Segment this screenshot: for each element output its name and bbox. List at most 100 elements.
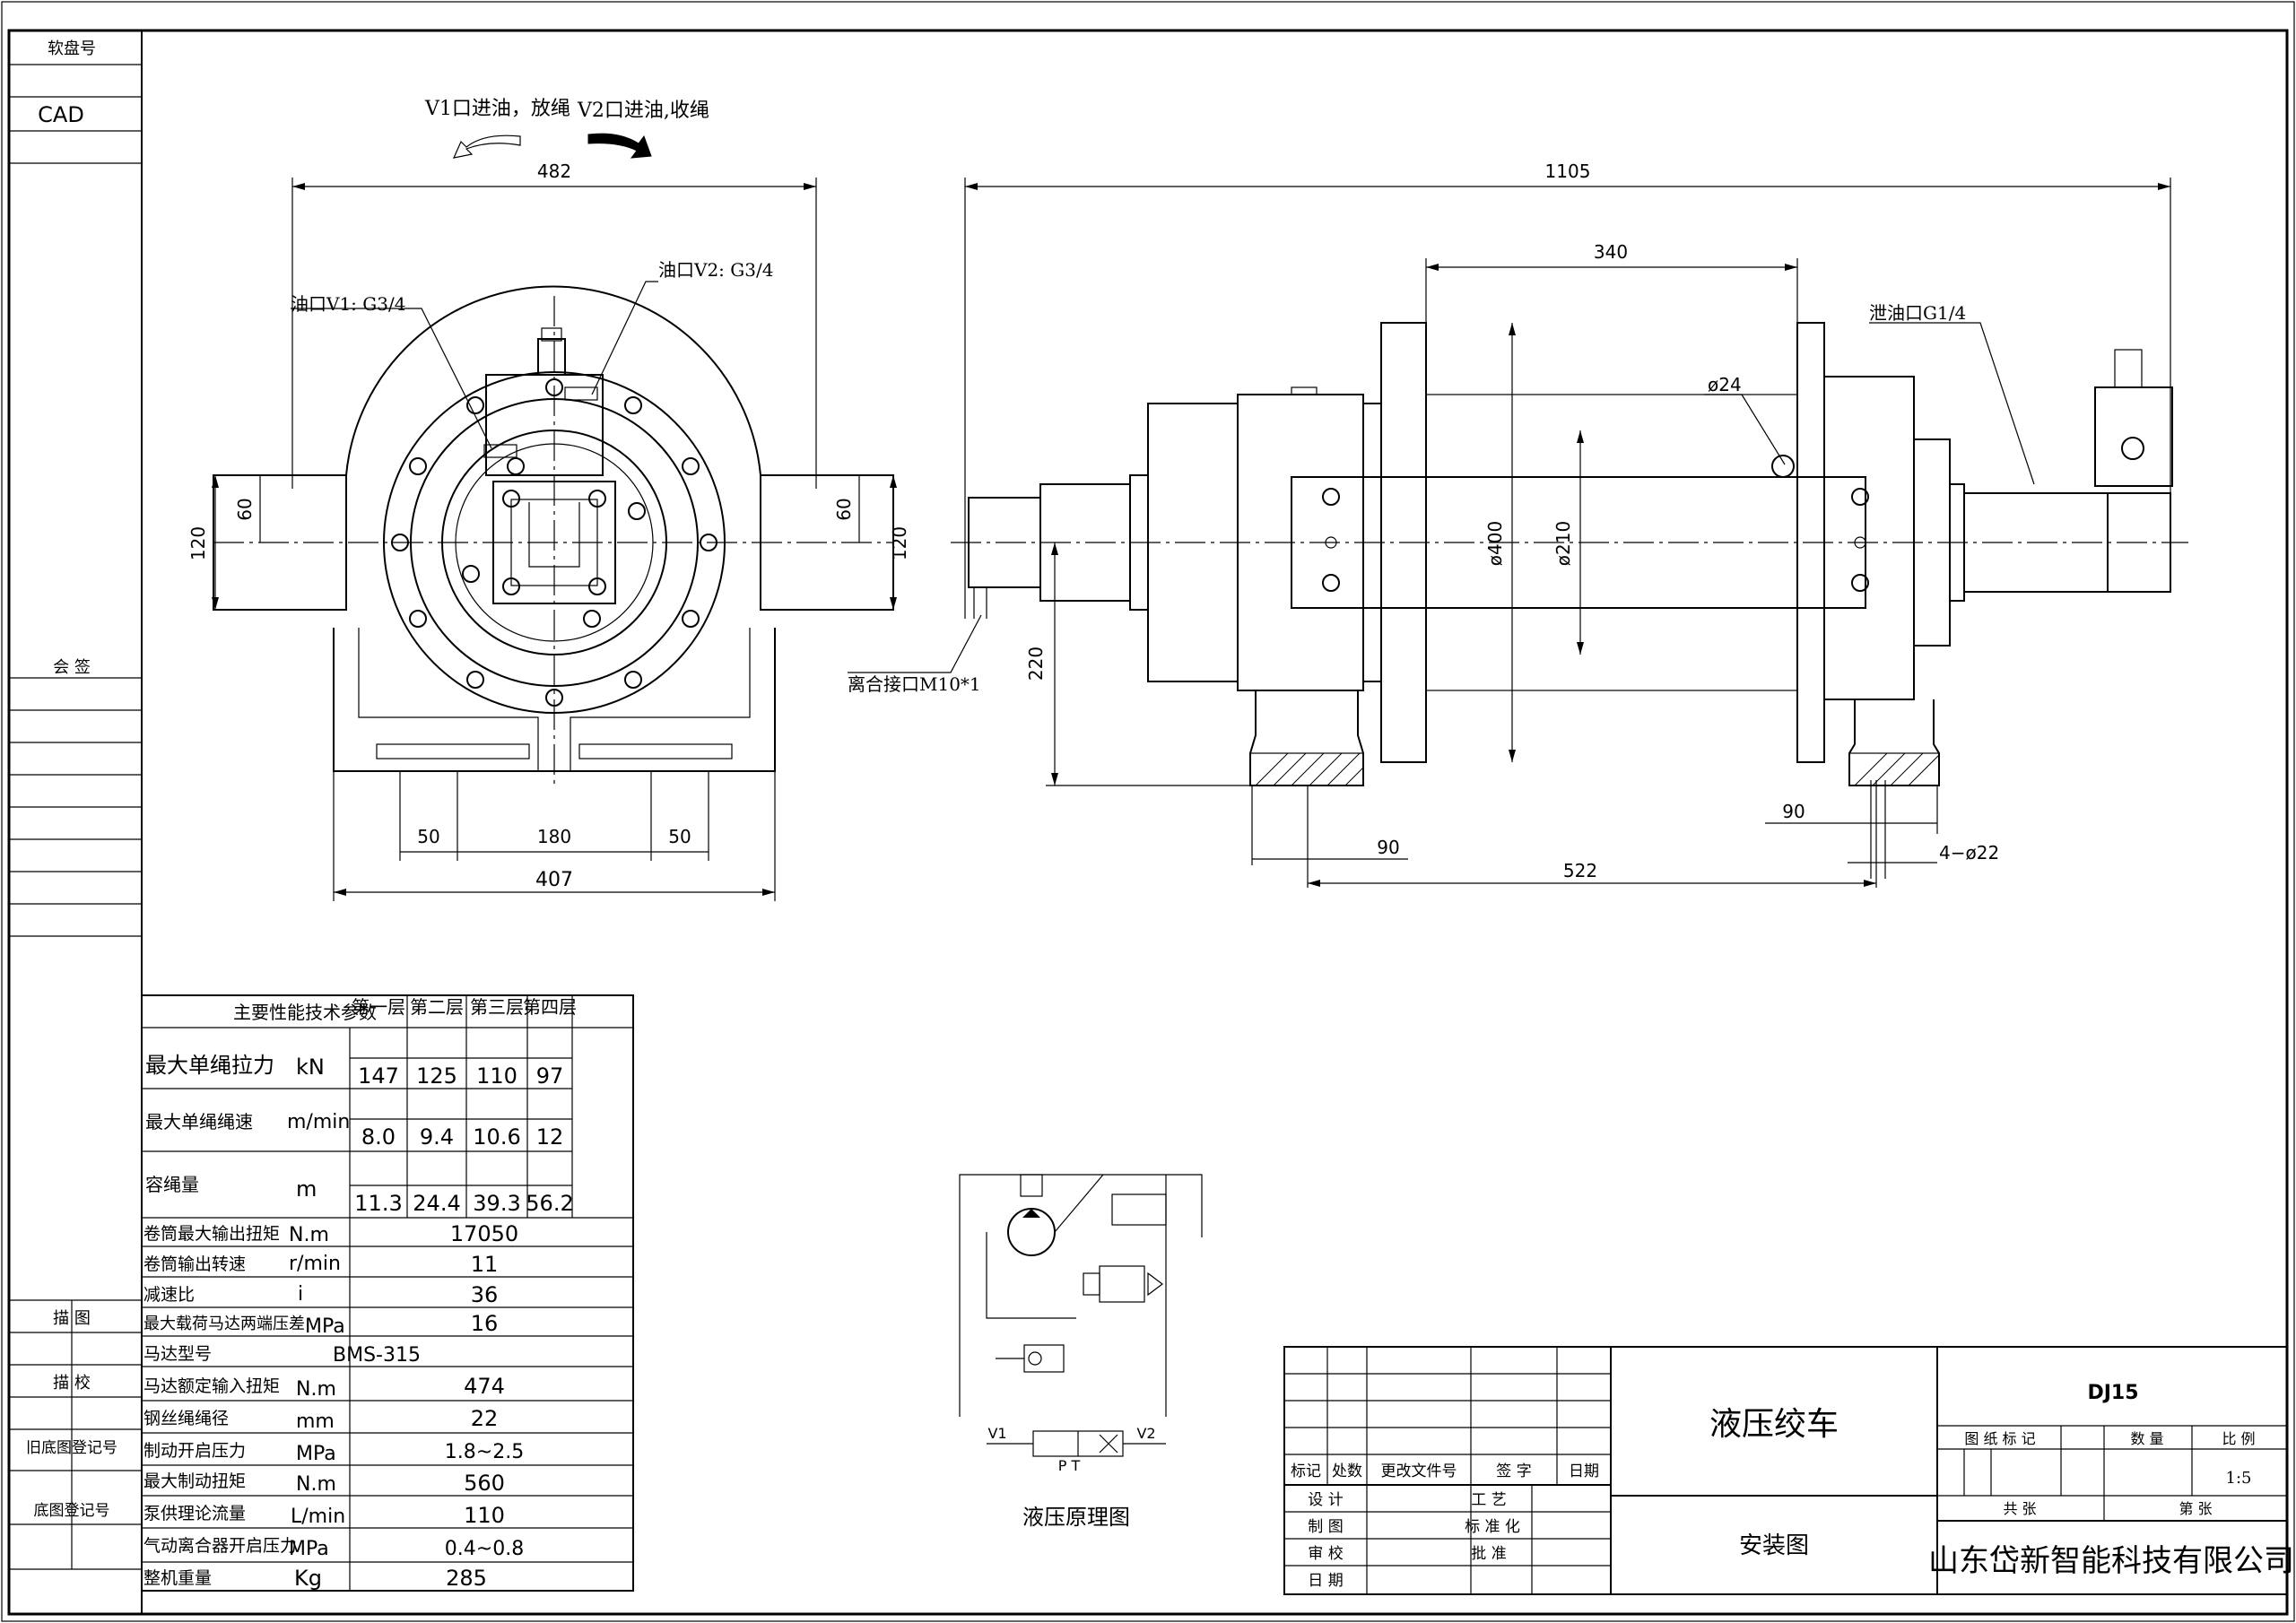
row-unit: i [298, 1283, 303, 1306]
scale-label: 比 例 [2222, 1430, 2255, 1447]
sign-row-left: 设 计 [1308, 1491, 1343, 1509]
row-name: 马达额定输入扭矩 [144, 1376, 280, 1396]
row-unit: N.m [289, 1224, 329, 1246]
row-value: 97 [536, 1063, 564, 1089]
v2-port-label: V2 [1136, 1425, 1155, 1442]
row-unit: N.m [296, 1473, 336, 1496]
side-view: 1105 340 [848, 161, 2188, 888]
dim-60-left: 60 [234, 498, 256, 520]
row-value: 1.8~2.5 [445, 1441, 524, 1463]
dim-120-right: 120 [889, 526, 910, 560]
port-v1-label: 油口V1: G3/4 [291, 293, 405, 315]
v1-note: V1口进油，放绳 [424, 98, 570, 120]
row-name: 整机重量 [144, 1568, 212, 1588]
row-name: 制动开启压力 [144, 1441, 246, 1461]
old-base-no-label: 旧底图登记号 [26, 1439, 117, 1457]
sheet-no-label: 第 张 [2179, 1500, 2212, 1517]
dim-90-left: 90 [1377, 837, 1399, 858]
v2-note: V2口进油,收绳 [577, 100, 709, 122]
dim-dia-210: ø210 [1552, 521, 1574, 566]
total-sheets-label: 共 张 [2003, 1500, 2036, 1517]
row-name: 减速比 [144, 1285, 195, 1305]
scale-value: 1:5 [2226, 1469, 2252, 1488]
drawing-code: DJ15 [2087, 1382, 2138, 1404]
row-name: 容绳量 [145, 1174, 199, 1195]
stage-mark-label: 图 纸 标 记 [1964, 1430, 2035, 1447]
dim-407: 407 [535, 869, 573, 891]
drawing-frame [7, 29, 2289, 1616]
archive-no-label: 软盘号 [48, 39, 96, 58]
row-unit: L/min [291, 1506, 345, 1528]
layer-1-header: 第一层 [352, 996, 405, 1018]
product-name: 液压绞车 [1709, 1406, 1839, 1443]
rev-header: 更改文件号 [1381, 1462, 1457, 1480]
row-name: 最大单绳绳速 [145, 1111, 253, 1133]
row-value: 10.6 [473, 1124, 520, 1150]
row-name: 最大载荷马达两端压差 [144, 1315, 305, 1333]
spec-table: 主要性能技术参数 第一层 第二层 第三层 第四层 最大单绳拉力 kN 147 1… [141, 994, 634, 1592]
row-value: 285 [446, 1566, 487, 1591]
rev-header: 签 字 [1496, 1462, 1531, 1480]
cw-arrow-icon [587, 133, 652, 159]
row-value: 0.4~0.8 [445, 1538, 524, 1560]
rotation-notes: V1口进油，放绳 V2口进油,收绳 [424, 98, 709, 159]
layer-2-header: 第二层 [410, 996, 464, 1018]
hydraulic-caption: 液压原理图 [1022, 1505, 1130, 1530]
dim-340: 340 [1594, 241, 1628, 263]
sign-row-right: 工 艺 [1471, 1491, 1506, 1509]
row-value: 125 [416, 1063, 457, 1089]
row-value: 16 [471, 1311, 499, 1336]
spec-title: 主要性能技术参数 [233, 1002, 377, 1023]
clutch-port-label: 离合接口M10*1 [848, 673, 981, 695]
row-unit: MPa [305, 1315, 345, 1338]
dim-1105: 1105 [1545, 161, 1591, 182]
dim-522: 522 [1563, 860, 1597, 881]
row-value: 110 [464, 1503, 505, 1528]
row-value: 39.3 [473, 1191, 520, 1216]
row-name: 最大制动扭矩 [144, 1471, 246, 1491]
row-value: 11 [471, 1252, 499, 1277]
drawn-label: 描 图 [53, 1309, 91, 1328]
row-value: 560 [464, 1471, 505, 1496]
dim-dia-400: ø400 [1484, 521, 1506, 566]
row-value: 11.3 [354, 1191, 402, 1216]
company-name: 山东岱新智能科技有限公司 [1928, 1543, 2294, 1579]
layer-3-header: 第三层 [470, 996, 524, 1018]
layer-4-header: 第四层 [523, 996, 577, 1018]
sign-row-right: 批 准 [1471, 1545, 1506, 1563]
title-block: 标记 处数 更改文件号 签 字 日期 设 计 工 艺 制 图 标 准 化 审 校… [1283, 1346, 2294, 1595]
row-name: 最大单绳拉力 [145, 1053, 274, 1078]
row-name: 卷筒输出转速 [144, 1254, 246, 1274]
row-name: 气动离合器开启压力 [144, 1536, 297, 1556]
row-value: 24.4 [413, 1191, 460, 1216]
row-unit: kN [296, 1055, 325, 1080]
quantity-label: 数 量 [2130, 1430, 2163, 1447]
row-value: BMS-315 [333, 1344, 421, 1367]
row-name: 马达型号 [144, 1344, 212, 1364]
row-value: 110 [476, 1063, 517, 1089]
row-value: 147 [358, 1063, 399, 1089]
row-value: 36 [471, 1282, 499, 1307]
base-no-label: 底图登记号 [34, 1502, 110, 1520]
sidebar: 软盘号 CAD 会 签 描 图 描 校 旧底图登记号 底图登记号 [9, 30, 143, 1614]
holes-22-label: 4−ø22 [1939, 842, 1999, 864]
sign-row-right: 标 准 化 [1465, 1518, 1520, 1536]
row-unit: m [296, 1176, 317, 1202]
row-name: 泵供理论流量 [144, 1504, 246, 1523]
row-value: 474 [464, 1374, 505, 1399]
row-unit: Kg [294, 1566, 322, 1591]
sign-row-left: 制 图 [1308, 1518, 1343, 1536]
drain-port-label: 泄油口G1/4 [1869, 302, 1966, 324]
foot-hatch [1249, 752, 1940, 786]
dim-180: 180 [537, 826, 571, 847]
cad-label: CAD [38, 102, 84, 127]
dim-50-left: 50 [417, 826, 439, 847]
dim-50-right: 50 [668, 826, 691, 847]
row-value: 8.0 [361, 1124, 396, 1150]
countersign-label: 会 签 [53, 658, 91, 677]
rev-header: 处数 [1332, 1462, 1362, 1480]
row-unit: mm [296, 1410, 335, 1433]
row-name: 钢丝绳绳径 [144, 1409, 229, 1428]
